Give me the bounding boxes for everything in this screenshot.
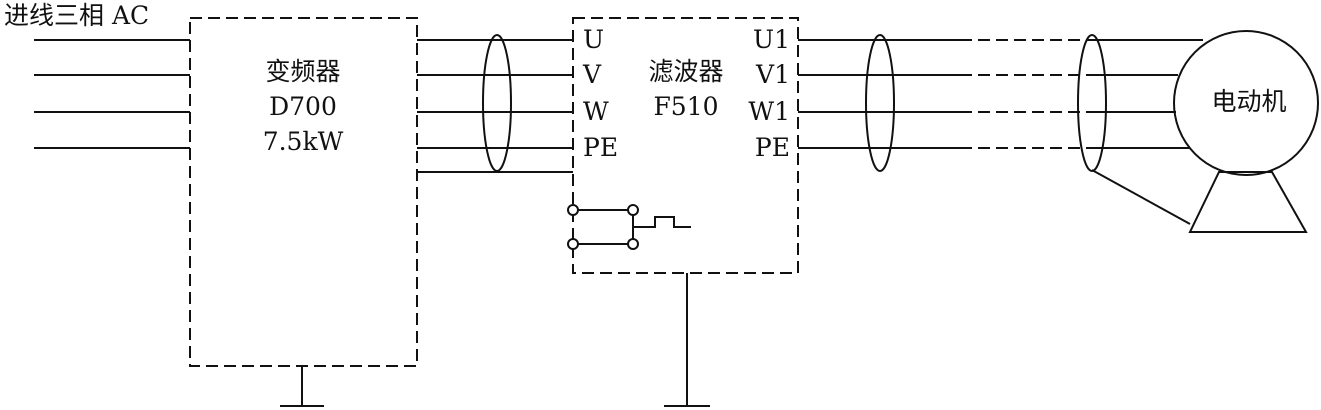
cable-shield-3	[1077, 34, 1107, 172]
motor-lines	[1091, 39, 1203, 225]
input-label: 进线三相 AC	[4, 1, 149, 30]
inverter-ground	[280, 366, 324, 407]
inverter-block: 变频器 D700 7.5kW	[189, 17, 418, 367]
filter-name: 滤波器	[648, 57, 723, 86]
motor-circle	[1173, 30, 1319, 176]
filter-ground	[664, 273, 710, 407]
filter-out-pe: PE	[755, 133, 790, 162]
motor-block: 电动机	[1173, 30, 1319, 233]
filter-out-v1: V1	[755, 60, 790, 89]
inverter-power: 7.5kW	[263, 127, 344, 156]
motor-base	[1188, 171, 1308, 233]
filter-box	[572, 17, 799, 274]
cable-continuation	[960, 39, 1094, 149]
cable-shield-2	[865, 34, 895, 172]
filter-out-w1: W1	[748, 97, 790, 126]
input-lines	[34, 39, 190, 149]
filter-in-w: W	[583, 97, 609, 126]
inverter-name: 变频器	[265, 57, 340, 86]
motor-label: 电动机	[1211, 87, 1286, 116]
relay-contact-symbol	[567, 204, 691, 250]
filter-out-u1: U1	[753, 25, 790, 54]
inverter-model: D700	[269, 92, 337, 121]
cable-shield-1	[482, 34, 512, 172]
filter-model: F510	[653, 92, 718, 121]
filter-output-lines	[798, 39, 960, 149]
filter-in-v: V	[582, 60, 602, 89]
filter-in-u: U	[583, 25, 604, 54]
inverter-filter-lines	[417, 39, 573, 173]
filter-block: U V W PE 滤波器 F510 U1 V1 W1 PE	[572, 17, 799, 274]
filter-in-pe: PE	[583, 133, 618, 162]
inverter-box	[189, 17, 418, 367]
